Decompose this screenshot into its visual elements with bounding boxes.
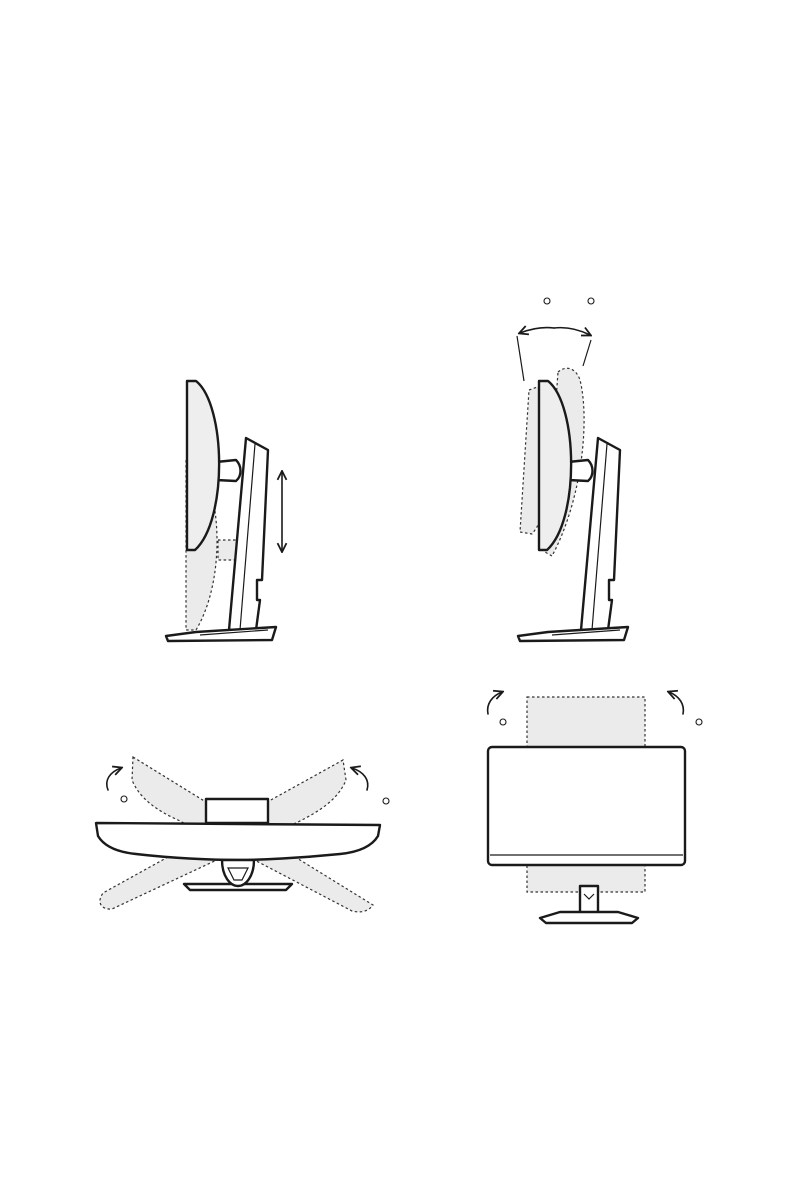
tilt-arrow-right [554, 328, 590, 335]
height-adjustment-figure [166, 381, 282, 641]
pivot-right-degree-mark [696, 719, 702, 725]
pivot-right-arrow [669, 692, 683, 714]
stand-base [540, 912, 638, 923]
stand-neck [222, 860, 254, 886]
tilt-arrow-left [520, 328, 554, 333]
stand-base-top [206, 799, 268, 823]
swivel-left-arrow [107, 768, 121, 790]
pivot-adjustment-figure [488, 692, 702, 923]
pivot-left-degree-mark [500, 719, 506, 725]
monitor-top-view [96, 823, 380, 860]
tilt-forward-degree-mark [544, 298, 550, 304]
stand-neck [580, 886, 598, 914]
swivel-right-degree-mark [383, 798, 389, 804]
pivot-left-arrow [488, 692, 502, 714]
tilt-guide-left [517, 336, 524, 381]
swivel-adjustment-figure [96, 757, 389, 912]
monitor-front-view [488, 747, 685, 865]
tilt-guide-right [583, 340, 591, 366]
tilt-adjustment-figure [517, 298, 628, 641]
tilt-back-degree-mark [588, 298, 594, 304]
swivel-right-arrow [352, 768, 368, 790]
swivel-left-degree-mark [121, 796, 127, 802]
